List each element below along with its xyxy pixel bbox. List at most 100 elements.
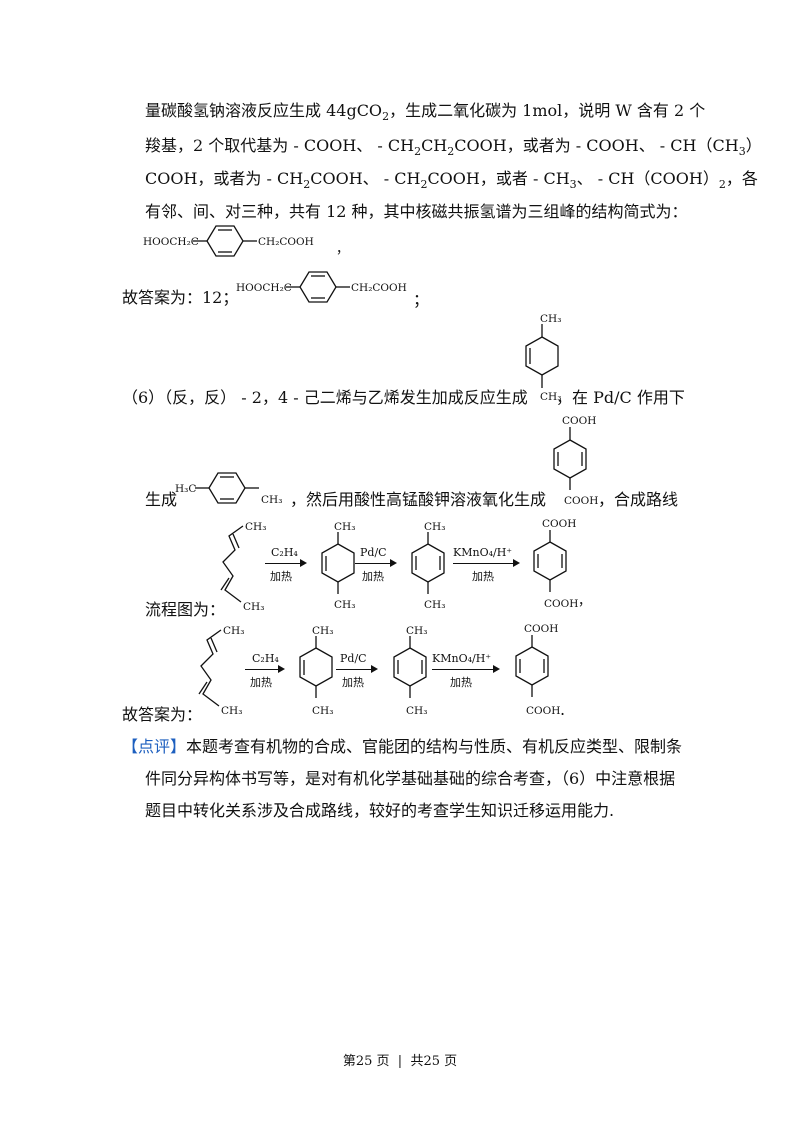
text-line-1: 量碳酸氢钠溶液反应生成 44gCO2，生成二氧化碳为 1mol，说明 W 含有 … bbox=[145, 101, 705, 127]
text-line-6a: （6）（反，反） - 2，4 - 己二烯与乙烯发生加成反应生成 bbox=[122, 388, 528, 407]
ch3-label: CH₃ bbox=[223, 625, 244, 637]
page-total: 共25 页 bbox=[410, 1054, 458, 1069]
structure-p-xylene: CH₃ CH₃ bbox=[393, 625, 427, 717]
structure-p-xylene: CH₃ CH₃ bbox=[411, 521, 445, 611]
group-label: CH₂COOH bbox=[258, 236, 314, 248]
structure-p-xylene: H₃C CH₃ bbox=[175, 472, 282, 506]
ch3-label: CH₃ bbox=[406, 625, 427, 637]
structure-hexadiene: CH₃ CH₃ bbox=[220, 521, 266, 613]
text-segment: COOH，或者为 - CH bbox=[145, 169, 304, 188]
ch3-label: CH₃ bbox=[424, 599, 445, 611]
group-label: HOOCH₂C bbox=[236, 282, 292, 294]
page-footer: 第25 页 | 共25 页 bbox=[0, 1050, 800, 1069]
ch3-label: CH₃ bbox=[334, 599, 355, 611]
structure-terephthalic-acid: COOH COOH bbox=[515, 623, 560, 717]
cooh-label: COOH bbox=[526, 705, 560, 717]
text-segment: COOH、 - CH bbox=[310, 169, 421, 188]
text-line-7a: 生成 bbox=[145, 490, 178, 509]
reagent-pdc: Pd/C bbox=[360, 546, 387, 559]
structure-hexadiene: CH₃ CH₃ bbox=[198, 625, 244, 717]
subscript: 2 bbox=[718, 178, 726, 191]
text-line-4: 有邻、间、对三种，共有 12 种，其中核磁共振氢谱为三组峰的结构简式为： bbox=[145, 202, 688, 221]
text-segment: 本题考查有机物的合成、官能团的结构与性质、有机反应类型、限制条 bbox=[186, 737, 683, 756]
ch3-label: CH₃ bbox=[221, 705, 242, 717]
structure-dimethylcyclohexene: CH₃ CH₃ bbox=[299, 625, 333, 717]
text-segment: ） bbox=[745, 136, 762, 155]
text-line-7c: ，合成路线 bbox=[598, 490, 679, 509]
text-line-6b: ，在 Pd/C 作用下 bbox=[556, 388, 685, 407]
text-segment: COOH，或者 - CH bbox=[427, 169, 570, 188]
ch3-label: CH₃ bbox=[540, 391, 561, 403]
comment-line-3: 题目中转化关系涉及合成路线，较好的考查学生知识迁移运用能力. bbox=[145, 801, 615, 820]
group-label: HOOCH₂C bbox=[143, 236, 199, 248]
subscript: 3 bbox=[738, 145, 746, 158]
cooh-label: COOH bbox=[544, 598, 578, 610]
subscript: 3 bbox=[569, 178, 577, 191]
text-segment: 量碳酸氢钠溶液反应生成 44gCO bbox=[145, 101, 383, 120]
page-number: 第25 页 bbox=[342, 1054, 390, 1069]
h3c-label: H₃C bbox=[175, 483, 196, 495]
period: . bbox=[560, 700, 566, 719]
reagent-pdc: Pd/C bbox=[340, 652, 367, 665]
text-segment: ，生成二氧化碳为 1mol，说明 W 含有 2 个 bbox=[389, 101, 706, 120]
structure-dimethylcyclohexene: CH₃ CH₃ bbox=[525, 313, 561, 403]
reagent-c2h4: C₂H₄ bbox=[252, 652, 279, 665]
reaction-arrow bbox=[245, 665, 285, 673]
text-segment: CH bbox=[421, 136, 448, 155]
cooh-label: COOH bbox=[542, 518, 576, 530]
ch3-label: CH₃ bbox=[334, 521, 355, 533]
structure-hoocch2c-benzene-ch2cooh: HOOCH₂C CH₂COOH bbox=[143, 225, 314, 257]
ch3-label: CH₃ bbox=[261, 494, 282, 506]
comment-line-2: 件同分异构体书写等，是对有机化学基础基础的综合考查，（6）中注意根据 bbox=[145, 769, 676, 788]
text-segment: 羧基，2 个取代基为 - COOH、 - CH bbox=[145, 136, 415, 155]
ch3-label: CH₃ bbox=[540, 313, 561, 325]
cooh-label: COOH bbox=[524, 623, 558, 635]
text-line-3: COOH，或者为 - CH2COOH、 - CH2COOH，或者 - CH3、 … bbox=[145, 169, 758, 195]
condition-heat: 加热 bbox=[450, 676, 472, 689]
reagent-kmno4: KMnO₄/H⁺ bbox=[453, 546, 513, 559]
text-segment: ，各 bbox=[725, 169, 758, 188]
subscript: 2 bbox=[303, 178, 311, 191]
footer-separator: | bbox=[397, 1054, 403, 1069]
ch3-label: CH₃ bbox=[424, 521, 445, 533]
answer-line-2: 故答案为： bbox=[122, 705, 203, 724]
subscript: 2 bbox=[414, 145, 422, 158]
text-segment: 、 - CH（COOH） bbox=[576, 169, 719, 188]
answer-line-1: 故答案为：12； bbox=[122, 288, 239, 307]
ch3-label: CH₃ bbox=[406, 705, 427, 717]
text-line-7b: ，然后用酸性高锰酸钾溶液氧化生成 bbox=[290, 490, 547, 509]
text-line-2: 羧基，2 个取代基为 - COOH、 - CH2CH2COOH，或者为 - CO… bbox=[145, 136, 762, 162]
condition-heat: 加热 bbox=[362, 570, 384, 583]
condition-heat: 加热 bbox=[270, 570, 292, 583]
cooh-label: COOH bbox=[564, 495, 598, 507]
subscript: 2 bbox=[420, 178, 428, 191]
reagent-c2h4: C₂H₄ bbox=[271, 546, 298, 559]
structure-terephthalic-acid: COOH COOH bbox=[553, 415, 598, 507]
comment-line-1: 【点评】本题考查有机物的合成、官能团的结构与性质、有机反应类型、限制条 bbox=[122, 737, 682, 757]
cooh-label: COOH bbox=[562, 415, 596, 427]
reagent-kmno4: KMnO₄/H⁺ bbox=[432, 652, 492, 665]
text-segment: COOH，或者为 - COOH、 - CH（CH bbox=[454, 136, 739, 155]
ch3-label: CH₃ bbox=[312, 625, 333, 637]
condition-heat: 加热 bbox=[250, 676, 272, 689]
comma: ， bbox=[578, 594, 592, 609]
reaction-arrow bbox=[453, 559, 520, 567]
reaction-arrow bbox=[265, 559, 307, 567]
ch3-label: CH₃ bbox=[245, 521, 266, 533]
comma: ， bbox=[336, 242, 350, 257]
reaction-arrow bbox=[355, 559, 397, 567]
structure-dimethylcyclohexene: CH₃ CH₃ bbox=[321, 521, 355, 611]
reaction-arrow bbox=[336, 665, 378, 673]
ch3-label: CH₃ bbox=[312, 705, 333, 717]
condition-heat: 加热 bbox=[472, 570, 494, 583]
condition-heat: 加热 bbox=[342, 676, 364, 689]
ch3-label: CH₃ bbox=[243, 601, 264, 613]
flow-label: 流程图为： bbox=[145, 600, 226, 619]
group-label: CH₂COOH bbox=[351, 282, 407, 294]
subscript: 2 bbox=[447, 145, 455, 158]
comment-tag: 【点评】 bbox=[122, 737, 187, 756]
reaction-arrow bbox=[432, 665, 500, 673]
subscript: 2 bbox=[382, 110, 390, 123]
structure-answer-hoocch2c-benzene-ch2cooh: HOOCH₂C CH₂COOH bbox=[236, 271, 407, 303]
structure-terephthalic-acid: COOH COOH bbox=[533, 518, 578, 610]
